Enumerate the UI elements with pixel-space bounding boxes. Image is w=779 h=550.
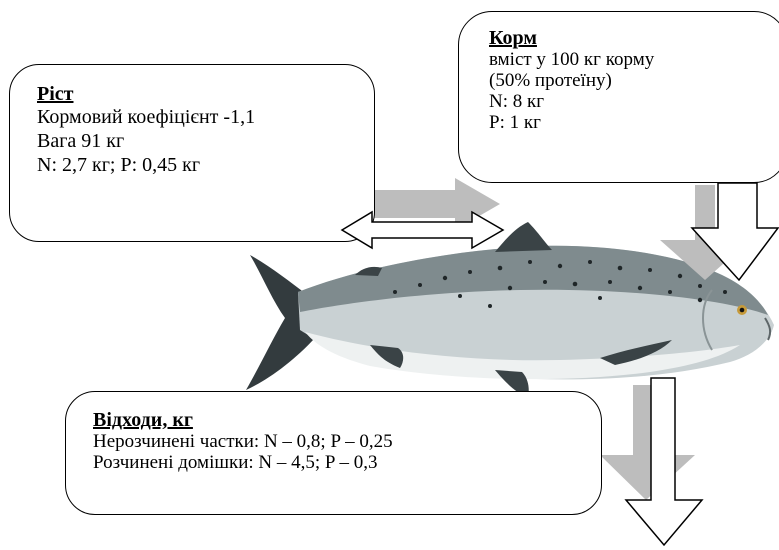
down-arrow-feed bbox=[692, 183, 778, 280]
double-arrow bbox=[342, 212, 503, 248]
down-arrow-waste bbox=[626, 378, 702, 545]
